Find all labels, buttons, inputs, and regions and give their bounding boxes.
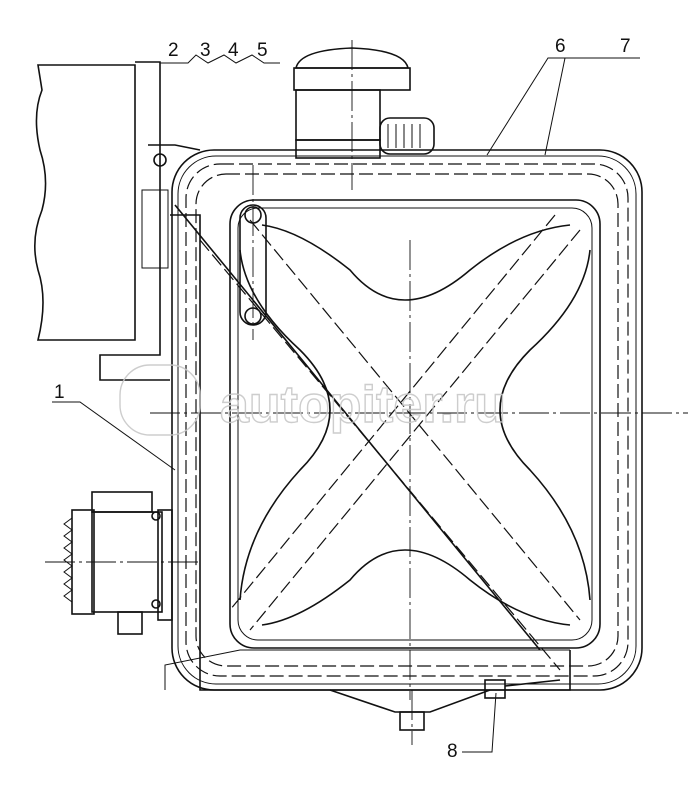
frame-member: [34, 61, 201, 381]
callout-8: 8: [447, 741, 458, 762]
callout-2: 2: [168, 40, 179, 61]
sender-unit: [45, 491, 200, 635]
callout-1: 1: [54, 382, 65, 403]
callout-5: 5: [257, 40, 268, 61]
callout-4: 4: [228, 40, 239, 61]
callout-3: 3: [200, 40, 211, 61]
watermark: autopiter.ru: [119, 364, 507, 436]
filler-neck: [293, 47, 435, 159]
drain-plug: [329, 679, 561, 731]
leader-lines: [52, 54, 640, 753]
tank-body: [150, 40, 688, 745]
watermark-text: autopiter.ru: [220, 376, 506, 434]
callout-7: 7: [620, 36, 631, 57]
callout-6: 6: [555, 36, 566, 57]
